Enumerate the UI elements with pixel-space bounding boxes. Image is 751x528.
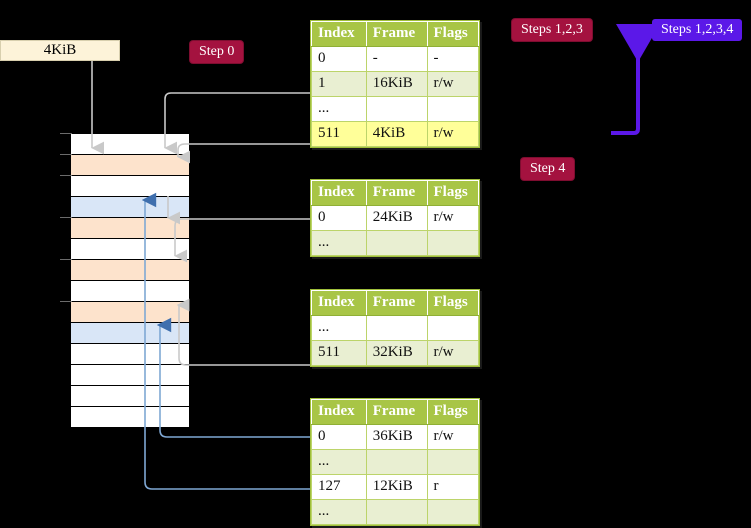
cell-frame: 16KiB (365, 71, 428, 97)
table-row: ... (311, 449, 479, 475)
column-header-flags: Flags (426, 21, 479, 47)
table-header-row: Index Frame Flags (311, 399, 479, 425)
table-header-row: Index Frame Flags (311, 290, 479, 316)
memory-row (71, 155, 189, 176)
memory-tick (60, 175, 72, 176)
frame-size-label: 4KiB (43, 42, 77, 58)
cell-index: 0 (311, 205, 367, 231)
connector-pd-to-memory (176, 298, 310, 366)
column-header-index: Index (311, 399, 367, 425)
table-row: 511 32KiB r/w (311, 340, 479, 366)
cell-flags: r (426, 474, 479, 500)
physical-memory-column (70, 133, 190, 427)
page-table-pt: Index Frame Flags 0 36KiB r/w ... 127 (310, 398, 480, 526)
memory-row (71, 218, 189, 239)
badge-steps-1234-label: Steps 1,2,3,4 (661, 22, 734, 37)
cell-index: 511 (311, 121, 367, 147)
cell-flags: r/w (426, 340, 479, 366)
column-header-index: Index (311, 180, 367, 206)
column-header-frame: Frame (365, 180, 428, 206)
cell-flags (426, 230, 479, 256)
memory-row (71, 176, 189, 197)
badge-step-0-label: Step 0 (199, 44, 235, 59)
cell-index: ... (311, 449, 367, 475)
badge-step-4: Step 4 (521, 158, 575, 180)
memory-tick (60, 301, 72, 302)
cell-frame (365, 315, 428, 341)
badge-steps-1234: Steps 1,2,3,4 (652, 19, 743, 41)
cell-index: 1 (311, 71, 367, 97)
cell-flags (426, 315, 479, 341)
cell-index: ... (311, 230, 367, 256)
memory-row (71, 260, 189, 281)
cell-flags (426, 96, 479, 122)
cell-index: 0 (311, 46, 367, 72)
cell-frame (365, 449, 428, 475)
cell-flags: r/w (426, 205, 479, 231)
steps-bracket-arrow (611, 24, 660, 135)
table-row: 1 16KiB r/w (311, 71, 479, 97)
table-row: ... (311, 230, 479, 256)
column-header-frame: Frame (365, 399, 428, 425)
table-row: ... (311, 315, 479, 341)
cell-frame (365, 230, 428, 256)
memory-tick (60, 259, 72, 260)
column-header-flags: Flags (426, 399, 479, 425)
connector-pdpt-to-memory (174, 218, 310, 263)
column-header-flags: Flags (426, 290, 479, 316)
column-header-flags: Flags (426, 180, 479, 206)
cell-index: ... (311, 499, 367, 525)
cell-index: ... (311, 315, 367, 341)
column-header-frame: Frame (365, 290, 428, 316)
badge-step-4-label: Step 4 (530, 161, 566, 176)
memory-row (71, 281, 189, 302)
page-table-pml4: Index Frame Flags 0 - - 1 16KiB r/w ... (310, 20, 480, 148)
cell-frame: 32KiB (365, 340, 428, 366)
table-row: 0 24KiB r/w (311, 205, 479, 231)
memory-tick (60, 133, 72, 134)
badge-steps-123: Steps 1,2,3 (512, 19, 592, 41)
table-row: ... (311, 499, 479, 525)
cell-frame: 36KiB (365, 424, 428, 450)
memory-row (71, 197, 189, 218)
page-table-pd: Index Frame Flags ... 511 32KiB r/w (310, 289, 480, 367)
badge-steps-123-label: Steps 1,2,3 (521, 22, 583, 37)
cell-flags (426, 499, 479, 525)
page-table-pdpt: Index Frame Flags 0 24KiB r/w ... (310, 179, 480, 257)
memory-row (71, 239, 189, 260)
column-header-frame: Frame (365, 21, 428, 47)
connector-pml4-to-memory (164, 92, 310, 155)
connector-pt-row127-to-memory (141, 192, 310, 490)
memory-tick (60, 217, 72, 218)
cell-index: ... (311, 96, 367, 122)
table-row-highlighted: 511 4KiB r/w (311, 121, 479, 147)
connector-memory-to-pml4 (177, 143, 310, 164)
table-header-row: Index Frame Flags (311, 180, 479, 206)
cell-index: 127 (311, 474, 367, 500)
memory-row (71, 302, 189, 323)
cell-flags: r/w (426, 424, 479, 450)
memory-tick (60, 154, 72, 155)
badge-step-0: Step 0 (190, 41, 244, 63)
cell-flags (426, 449, 479, 475)
connector-pt-row0-to-memory (156, 317, 310, 438)
cell-index: 511 (311, 340, 367, 366)
cell-flags: r/w (426, 121, 479, 147)
cell-frame: 12KiB (365, 474, 428, 500)
table-row: 127 12KiB r (311, 474, 479, 500)
cell-frame (365, 499, 428, 525)
cell-index: 0 (311, 424, 367, 450)
cell-flags: - (426, 46, 479, 72)
column-header-index: Index (311, 290, 367, 316)
frame-size-box: 4KiB (0, 40, 120, 61)
cell-frame: 24KiB (365, 205, 428, 231)
table-row: 0 36KiB r/w (311, 424, 479, 450)
cell-frame: 4KiB (365, 121, 428, 147)
